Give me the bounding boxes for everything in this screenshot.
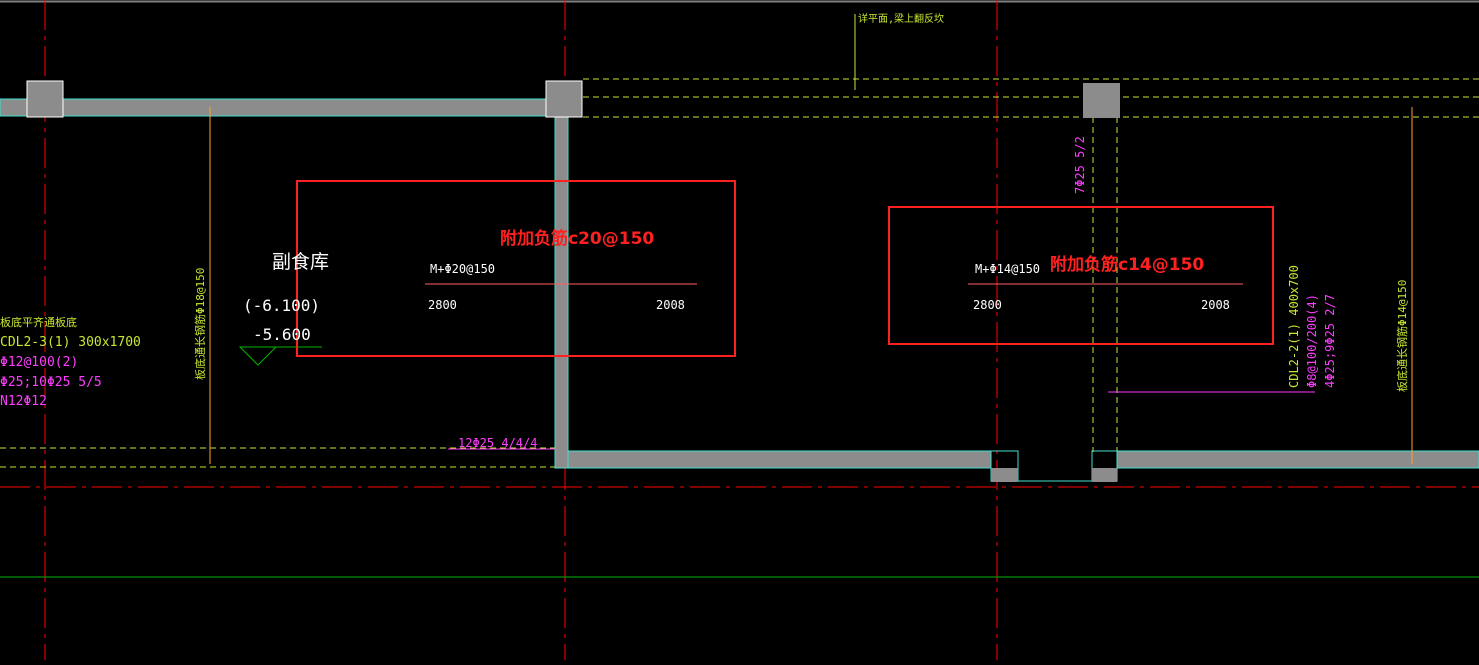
column-bottom-2-fill xyxy=(1092,468,1117,482)
box1-len-left: 2800 xyxy=(428,298,457,312)
box2-bar-label: M+Φ14@150 xyxy=(975,262,1040,276)
wall-vertical-middle xyxy=(554,115,569,469)
elevation-text-2: -5.600 xyxy=(253,325,311,344)
right-beam-stirrup: Φ8@100/200(4) xyxy=(1305,294,1319,388)
top-note-text: 详平面,梁上翻反坎 xyxy=(858,12,944,25)
highlight-box-2[interactable] xyxy=(888,206,1274,345)
bottom-bar-note: 12Φ25 4/4/4 xyxy=(458,436,537,450)
box1-bar-label: M+Φ20@150 xyxy=(430,262,495,276)
box1-annotation: 附加负筋c20@150 xyxy=(500,228,654,249)
dashed-beam-lines xyxy=(0,78,1479,468)
wall-top-left xyxy=(0,98,549,117)
column-bottom-1-fill xyxy=(991,468,1018,482)
right-beam-bars: 4Φ25;9Φ25 2/7 xyxy=(1323,294,1337,388)
box1-len-right: 2008 xyxy=(656,298,685,312)
highlight-box-1[interactable] xyxy=(296,180,736,357)
leader-lines xyxy=(448,391,1315,450)
elevation-marker xyxy=(238,346,322,366)
left-beam-side: N12Φ12 xyxy=(0,394,47,409)
column-1 xyxy=(26,80,64,118)
box2-len-left: 2800 xyxy=(973,298,1002,312)
left-beam-title: 板底平齐通板底 xyxy=(0,315,77,329)
wall-bottom-middle xyxy=(567,450,992,469)
right-vertical-rebar-text: 板底通长钢筋Φ14@150 xyxy=(1395,280,1409,392)
elevation-triangle xyxy=(238,346,278,366)
left-vertical-rebar-text: 板底通长钢筋Φ18@150 xyxy=(193,268,207,380)
dimension-lines xyxy=(209,14,1413,464)
left-beam-bars: Φ25;10Φ25 5/5 xyxy=(0,375,102,390)
room-name-text: 副食库 xyxy=(272,251,329,273)
box2-annotation: 附加负筋c14@150 xyxy=(1050,254,1204,275)
box2-len-right: 2008 xyxy=(1201,298,1230,312)
right-beam-code: CDL2-2(1) 400x700 xyxy=(1287,265,1301,388)
walls xyxy=(0,80,1479,482)
left-beam-stirrup: Φ12@100(2) xyxy=(0,355,78,370)
elevation-text-1: (-6.100) xyxy=(243,296,320,315)
wall-bottom-right xyxy=(1116,450,1479,469)
column-2 xyxy=(545,80,583,118)
top-bar-note: 7Φ25 5/2 xyxy=(1073,136,1087,194)
column-3 xyxy=(1083,83,1120,118)
left-beam-code: CDL2-3(1) 300x1700 xyxy=(0,335,141,350)
